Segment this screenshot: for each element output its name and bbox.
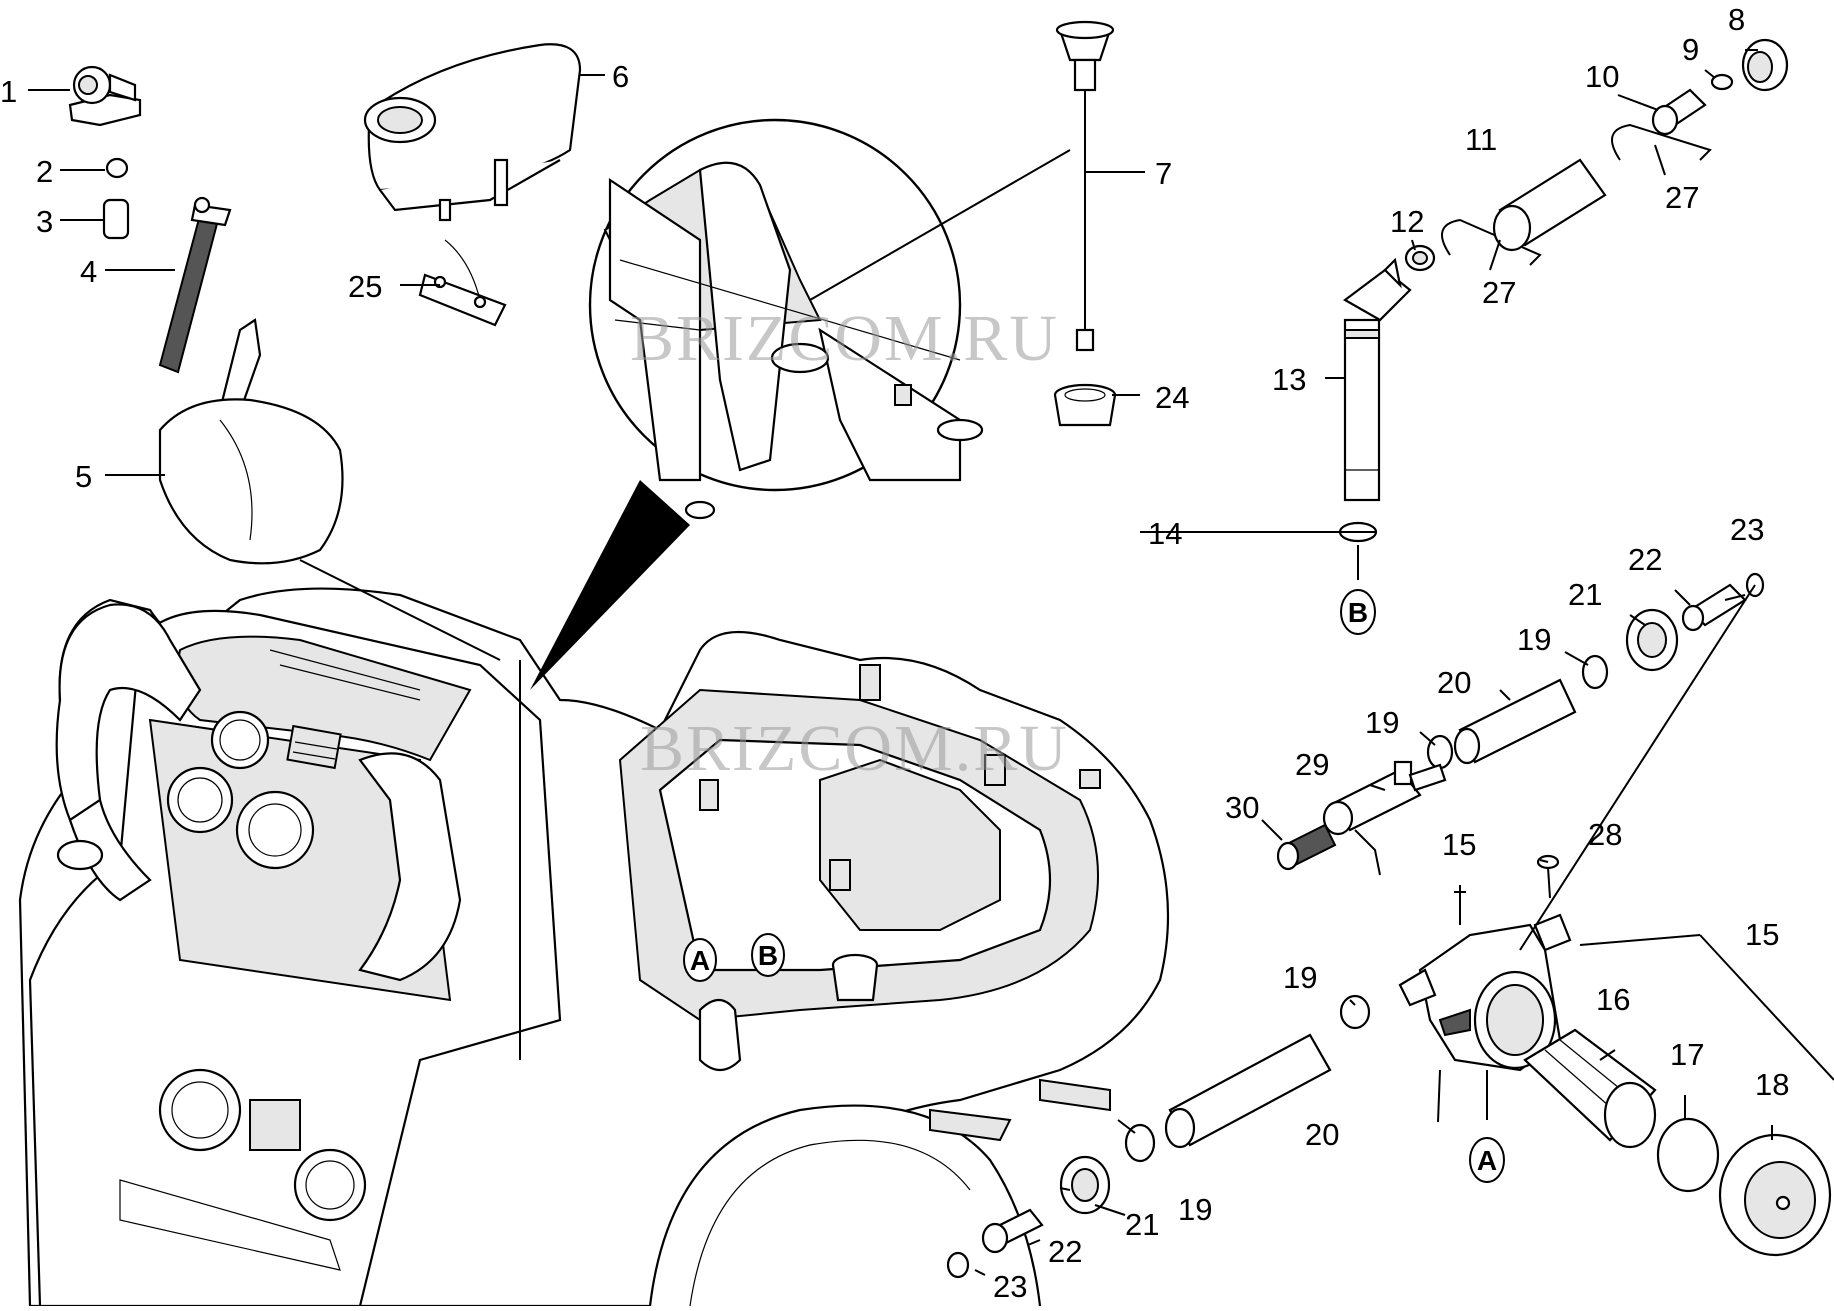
marker-a-filter: A [1469,1137,1505,1183]
part-30-screw [1276,823,1337,871]
callout-15-b: 15 [1745,917,1779,952]
svg-text:A: A [1477,1145,1497,1176]
callout-10: 10 [1585,59,1619,94]
callout-13: 13 [1272,362,1306,397]
callout-27-a: 27 [1665,180,1699,215]
svg-text:B: B [758,940,778,971]
callout-7: 7 [1155,156,1172,191]
callout-9: 9 [1682,32,1699,67]
part-17-oring [1656,1117,1720,1193]
callout-5: 5 [75,459,92,494]
part-22-nipple-bottom [981,1208,1044,1254]
callout-19-b: 19 [1365,705,1399,740]
callout-24: 24 [1155,380,1189,415]
callout-23-a: 23 [1730,512,1764,547]
callout-19-c: 19 [1283,960,1317,995]
callout-11: 11 [1465,122,1497,157]
callout-22-a: 22 [1628,542,1662,577]
marker-a-machine: A [683,938,717,982]
part-29-valve [1322,760,1447,836]
callout-30: 30 [1225,790,1259,825]
callout-6: 6 [612,59,629,94]
callout-20-b: 20 [1305,1117,1339,1152]
callout-27-b: 27 [1482,275,1516,310]
callout-21-b: 21 [1125,1207,1159,1242]
marker-b-pipe: B [1340,589,1376,635]
leader-lines [28,49,1834,1276]
callout-2: 2 [36,154,53,189]
callout-3: 3 [36,204,53,239]
part-23-oring-bottom [946,1251,970,1279]
callout-1: 1 [0,74,17,109]
callout-20-a: 20 [1437,665,1471,700]
part-19-clamp-d [1124,1123,1156,1163]
part-19-clamp-c [1339,994,1371,1030]
callout-4: 4 [80,254,97,289]
part-21-nut-bottom [1059,1155,1111,1215]
part-5-pedal-cover [158,318,344,565]
part-21-nut-top [1625,608,1679,672]
part-6-tank [363,43,582,222]
callout-labels: 1 2 3 4 5 6 7 8 9 10 11 12 13 14 15 15 1… [0,2,1789,1304]
callout-19-a: 19 [1517,622,1551,657]
part-18-cap [1718,1133,1832,1257]
part-20-hose-bottom [1164,1033,1332,1149]
part-24-ring [1053,383,1117,427]
callout-21-a: 21 [1568,577,1602,612]
callout-15-a: 15 [1442,827,1476,862]
callout-29: 29 [1295,747,1329,782]
part-2 [105,157,129,179]
callout-23-b: 23 [993,1269,1027,1304]
part-11-hose [1492,158,1607,252]
callout-28: 28 [1588,817,1622,852]
watermark-top: BRIZCOM.RU [630,302,1059,375]
part-22-nipple-top [1681,583,1747,632]
part-4-lever [158,196,232,374]
part-27-clip-b [1441,218,1542,266]
part-29-small-screw [1354,829,1381,876]
callout-16: 16 [1596,982,1630,1017]
part-7-dipstick [1055,20,1115,352]
part-27-clip-a [1611,123,1712,161]
marker-b-machine: B [751,933,785,977]
svg-text:B: B [1348,597,1368,628]
part-20-hose-top [1453,678,1577,765]
part-19-clamp-a [1581,654,1609,690]
part-12-fitting [1404,244,1436,272]
callout-25: 25 [348,269,382,304]
callout-14: 14 [1148,516,1182,551]
callout-12: 12 [1390,204,1424,239]
svg-text:A: A [690,945,710,976]
callout-18: 18 [1755,1067,1789,1102]
callout-17: 17 [1670,1037,1704,1072]
part-13-pipe [1343,257,1412,502]
watermark-middle: BRIZCOM.RU [640,712,1069,785]
detail-magnifier [530,118,984,690]
callout-19-d: 19 [1178,1192,1212,1227]
part-3 [102,198,130,240]
machine-body [18,587,1170,1308]
part-28-screw [1536,854,1560,899]
part-1-switch [68,65,142,127]
part-15-filter-housing [1398,913,1572,1072]
callout-8: 8 [1728,2,1745,37]
part-9-oring [1710,73,1734,91]
part-10-nipple [1651,88,1707,136]
part-8-nut [1741,38,1789,92]
part-16-filter [1523,1028,1657,1149]
part-25-sensor [418,239,507,327]
callout-22-b: 22 [1048,1234,1082,1269]
